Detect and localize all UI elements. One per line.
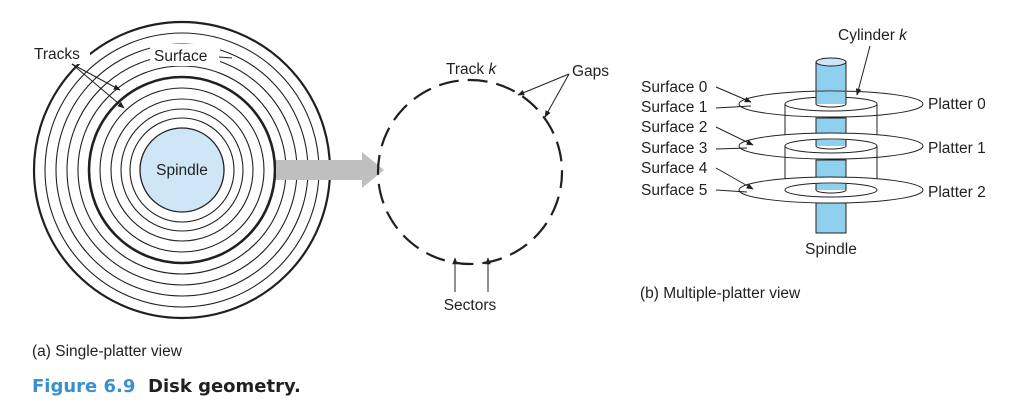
transition-arrow: [276, 152, 384, 188]
track-ring: [99, 87, 265, 253]
surface-1-pointer: [715, 105, 752, 109]
tracks-label-bg: [30, 44, 90, 64]
sectors-label: Sectors: [444, 297, 497, 314]
spindle-segment: [815, 202, 847, 234]
platter-2-label: Platter 2: [928, 184, 986, 201]
surface-4-pointer: [715, 167, 754, 190]
surface-4-label: Surface 4: [641, 160, 708, 177]
surface-label: Surface: [154, 48, 207, 65]
spindle-through-platter: [816, 92, 846, 104]
spindle-label: Spindle: [156, 162, 208, 179]
surface-2-pointer: [715, 126, 754, 146]
gaps-pointer-2: [544, 73, 570, 118]
track-ring: [120, 108, 244, 232]
spindle-label-multi: Spindle: [805, 241, 857, 258]
track-ring: [110, 98, 254, 242]
track-ring: [129, 117, 235, 223]
spindle-hub: [139, 127, 225, 213]
platter-0-label: Platter 0: [928, 96, 986, 113]
surface-2-label: Surface 2: [641, 119, 707, 136]
track-k-ring: [87, 75, 277, 265]
tracks-label: Tracks: [34, 46, 80, 63]
surface-3-label: Surface 3: [641, 140, 707, 157]
track-k-label: Track k: [446, 61, 497, 78]
track-k-sectors-circle: [376, 78, 564, 266]
tracks-pointer-2: [71, 63, 125, 109]
surface-1-label: Surface 1: [641, 99, 707, 116]
tracks-pointer-1: [71, 63, 121, 91]
cylinder-pointer: [855, 45, 871, 96]
multi-platter-view: Cylinder k Surface 0 Surface 1 Surface 2…: [640, 27, 986, 302]
gaps-pointer-1: [517, 73, 570, 96]
single-platter-caption: (a) Single-platter view: [32, 343, 183, 360]
cylinder-k-label: Cylinder k: [838, 27, 908, 44]
surface-3-pointer: [715, 147, 748, 150]
track-sector-view: Track k Gaps Sectors: [376, 61, 609, 314]
cylinder-track-ring: [784, 182, 878, 198]
spindle-top-cap: [815, 57, 847, 67]
surface-label-bg: [150, 44, 220, 66]
surface-5-pointer: [715, 189, 748, 193]
surface-5-label: Surface 5: [641, 182, 707, 199]
surface-pointer: [218, 56, 233, 59]
multi-platter-caption: (b) Multiple-platter view: [640, 285, 801, 302]
figure-title: Disk geometry.: [148, 376, 301, 397]
gaps-label: Gaps: [572, 63, 609, 80]
platter-1-label: Platter 1: [928, 140, 986, 157]
single-platter-view: Spindle Tracks Surface: [30, 20, 332, 320]
surface-0-pointer: [715, 86, 752, 103]
figure-number: Figure 6.9: [32, 376, 135, 397]
surface-0-label: Surface 0: [641, 79, 708, 96]
